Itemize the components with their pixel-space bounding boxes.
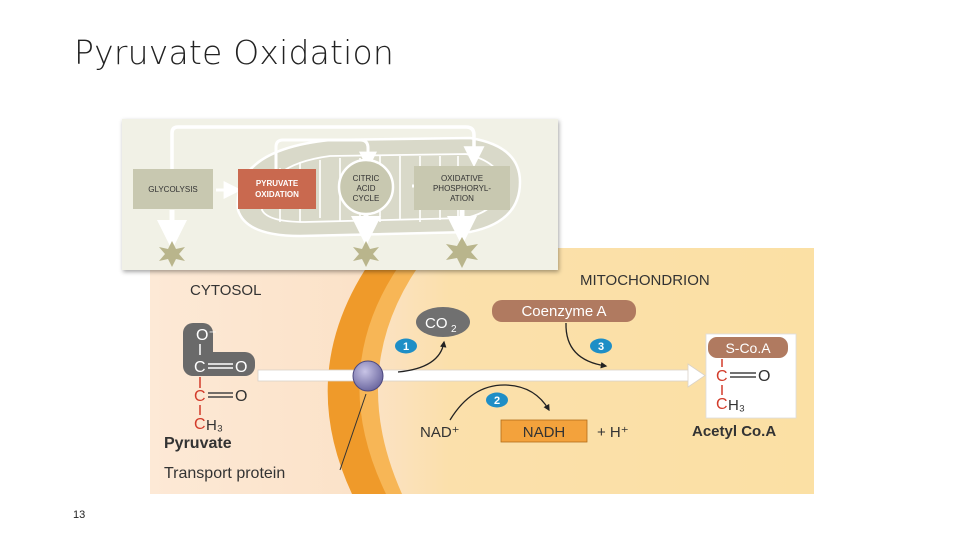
coenzyme-a-label: Coenzyme A (521, 303, 606, 320)
coenzyme-a-box (492, 300, 636, 322)
pyruvate-oxidation-label-line2: OXIDATION (255, 190, 299, 199)
pyruvate-c3: C (194, 416, 206, 433)
pyruvate-oxidation-label-line1: PYRUVATE (256, 179, 299, 188)
acetyl-c2: C (716, 396, 728, 413)
co2-bubble (416, 307, 470, 337)
step3-badge (590, 338, 612, 354)
oxphos-label-line1: OXIDATIVE (441, 174, 483, 183)
pyruvate-c1: C (194, 359, 206, 376)
slide-title: Pyruvate Oxidation (74, 33, 395, 72)
acetyl-c1: C (716, 368, 728, 385)
atp-star-glycolysis-icon (159, 241, 185, 267)
overview-contents (133, 125, 522, 268)
step1-badge (395, 338, 417, 354)
glycolysis-box (133, 169, 213, 209)
cytosol-label: CYTOSOL (190, 282, 261, 299)
inner-loop-arrow (274, 138, 377, 172)
citric-label-line1: CITRIC (353, 174, 380, 183)
nadh-label: NADH (523, 424, 566, 441)
citric-label-line3: CYCLE (353, 194, 380, 203)
nad-label: NAD⁺ (420, 424, 460, 441)
citric-label-line2: ACID (356, 184, 375, 193)
acetyl-sco-label: S-Co.A (725, 340, 771, 356)
coenzyme-a-arrow (565, 322, 608, 369)
co2-label: CO (425, 315, 448, 332)
pyruvate-structure: O⁻ C O C O C H₃ (183, 323, 255, 434)
transport-protein-icon (352, 360, 384, 392)
hplus-label: + H⁺ (597, 424, 629, 441)
co2-subscript: 2 (451, 324, 457, 335)
step3-number: 3 (598, 341, 604, 353)
acetyl-coa-structure: S-Co.A C O C H₃ (705, 333, 797, 419)
transport-protein-label: Transport protein (164, 465, 285, 482)
citric-acid-cycle-circle (337, 158, 395, 216)
oxidative-phosphorylation-box (414, 166, 510, 210)
transport-pointer-line (339, 393, 367, 471)
step2-badge (486, 392, 508, 408)
atp-star-oxphos-icon (446, 237, 478, 268)
step2-number: 2 (494, 395, 500, 407)
nadh-box (500, 419, 588, 443)
top-loop-arrow (170, 125, 485, 178)
pyruvate-label: Pyruvate (164, 435, 232, 452)
acetyl-coa-label: Acetyl Co.A (692, 423, 776, 440)
main-arrow (257, 363, 706, 388)
pyruvate-o2: O (235, 388, 247, 405)
overview-labels: GLYCOLYSIS PYRUVATE OXIDATION CITRIC ACI… (148, 174, 491, 203)
nad-reduction-arrow (449, 384, 550, 421)
pyruvate-c2: C (194, 388, 206, 405)
oxphos-label-line3: ATION (450, 194, 474, 203)
acetyl-o: O (758, 368, 770, 385)
pyruvate-o-minus: O⁻ (196, 327, 217, 344)
co2-group: CO 2 (397, 307, 470, 373)
oxphos-label-line2: PHOSPHORYL- (433, 184, 491, 193)
mitochondrion-label: MITOCHONDRION (580, 272, 710, 289)
membrane-band (327, 248, 412, 494)
step1-number: 1 (403, 341, 409, 353)
pyruvate-h3: H₃ (206, 417, 223, 434)
atp-star-citric-icon (353, 241, 379, 267)
glycolysis-label: GLYCOLYSIS (148, 185, 198, 194)
acetyl-h3: H₃ (728, 397, 745, 414)
page-number: 13 (73, 509, 86, 521)
co2-release-arrow (397, 340, 447, 373)
pyruvate-oxidation-box (238, 169, 316, 209)
pyruvate-o1: O (235, 359, 247, 376)
